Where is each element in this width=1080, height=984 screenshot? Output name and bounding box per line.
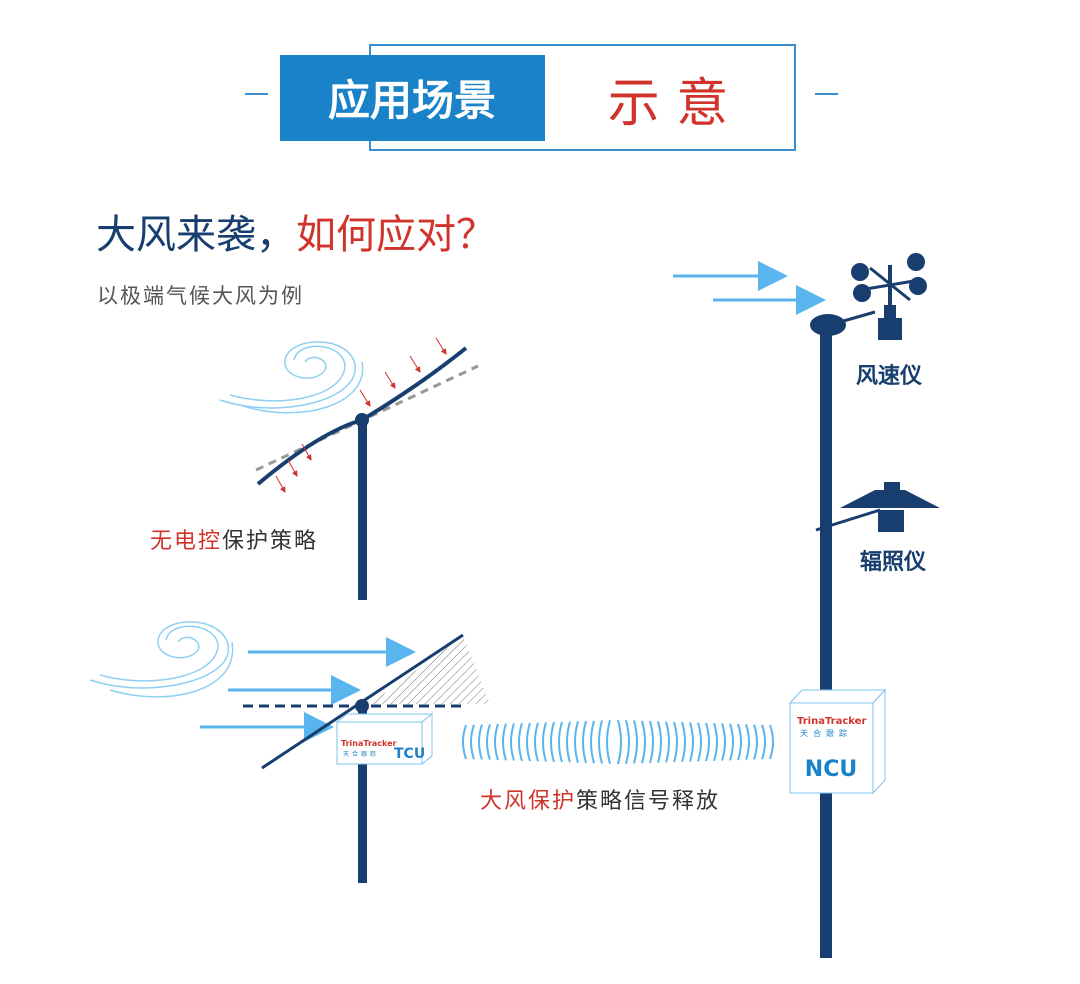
signal-arc — [665, 721, 670, 763]
signal-arc — [550, 721, 555, 763]
signal-arc — [486, 723, 491, 761]
header-right-text: 示 意 — [608, 74, 729, 134]
tcu-label: TCU — [394, 746, 425, 762]
signal-arc — [582, 720, 587, 764]
signal-arc — [558, 721, 563, 763]
scenario1-label-red: 无电控 — [150, 529, 222, 554]
signal-arc — [494, 723, 499, 761]
signal-arc — [510, 723, 515, 761]
signal-arc — [649, 720, 654, 764]
wind-arrows — [673, 261, 826, 315]
tcu-box: TrinaTracker 天合跟踪 TCU — [335, 712, 434, 766]
tracker-protected — [243, 633, 490, 883]
signal-arc — [574, 721, 579, 763]
pyranometer-label: 辐照仪 — [860, 549, 927, 575]
signal-arc — [769, 724, 774, 760]
signal-arc — [761, 724, 766, 760]
station-pole — [820, 322, 832, 958]
hatched-area — [370, 636, 490, 704]
scenario2-label: 大风保护策略信号释放 — [480, 789, 720, 814]
header-badge — [280, 55, 545, 141]
pivot — [355, 699, 369, 713]
wind-arrows — [200, 637, 416, 742]
anemometer-label: 风速仪 — [856, 363, 923, 389]
signal-arc — [681, 721, 686, 763]
section-header: 应用场景 示 意 — [245, 44, 838, 151]
signal-waves — [462, 719, 774, 765]
signal-arc — [534, 722, 539, 762]
signal-arc — [462, 724, 467, 760]
signal-arc — [745, 723, 750, 761]
signal-arc — [721, 723, 726, 761]
scenario1-label-rest: 保护策略 — [222, 529, 318, 554]
pyranometer-icon — [815, 482, 940, 532]
wind-pressure-arrows — [275, 337, 447, 493]
pole-cap — [810, 314, 846, 336]
scenario2-label-rest: 策略信号释放 — [576, 789, 720, 814]
tcu-brand: TrinaTracker — [341, 739, 397, 748]
wind-swirl-icon — [89, 621, 234, 698]
signal-arc — [606, 720, 611, 764]
signal-arc — [590, 720, 595, 764]
signal-arc — [502, 723, 507, 761]
signal-arc — [713, 722, 718, 762]
tracker-no-control — [255, 337, 479, 600]
pivot — [355, 413, 369, 427]
tcu-brand-cn: 天合跟踪 — [343, 750, 379, 758]
anemometer-icon — [839, 253, 927, 340]
scenario1-label: 无电控保护策略 — [150, 529, 318, 554]
pole — [358, 705, 367, 883]
signal-arc — [566, 721, 571, 763]
headline-part1: 大风来袭， — [96, 212, 296, 258]
signal-arc — [518, 722, 523, 762]
signal-arc — [753, 724, 758, 760]
signal-arc — [470, 724, 475, 760]
signal-arc — [478, 724, 483, 760]
signal-arc — [673, 721, 678, 763]
signal-arc — [625, 720, 630, 764]
wind-swirl-icon — [219, 341, 364, 414]
scenario2-label-red: 大风保护 — [480, 789, 576, 814]
signal-arc — [617, 719, 622, 765]
header-left-text: 应用场景 — [328, 76, 496, 125]
pole — [358, 420, 367, 600]
headline: 大风来袭，如何应对？ — [96, 212, 496, 258]
signal-arc — [729, 723, 734, 761]
ncu-box: TrinaTracker 天合跟踪 NCU — [788, 688, 887, 795]
signal-arc — [542, 722, 547, 762]
signal-arc — [697, 722, 702, 762]
signal-arc — [641, 720, 646, 764]
ncu-brand-cn: 天合跟踪 — [800, 728, 852, 738]
signal-arc — [705, 722, 710, 762]
signal-arc — [526, 722, 531, 762]
headline-part2: 如何应对？ — [296, 212, 496, 258]
signal-arc — [737, 723, 742, 761]
signal-arc — [689, 722, 694, 762]
subtitle: 以极端气候大风为例 — [97, 284, 304, 308]
ncu-label: NCU — [805, 757, 857, 782]
signal-arc — [598, 720, 603, 764]
signal-arc — [633, 720, 638, 764]
signal-arc — [657, 721, 662, 763]
ncu-brand: TrinaTracker — [797, 716, 866, 727]
